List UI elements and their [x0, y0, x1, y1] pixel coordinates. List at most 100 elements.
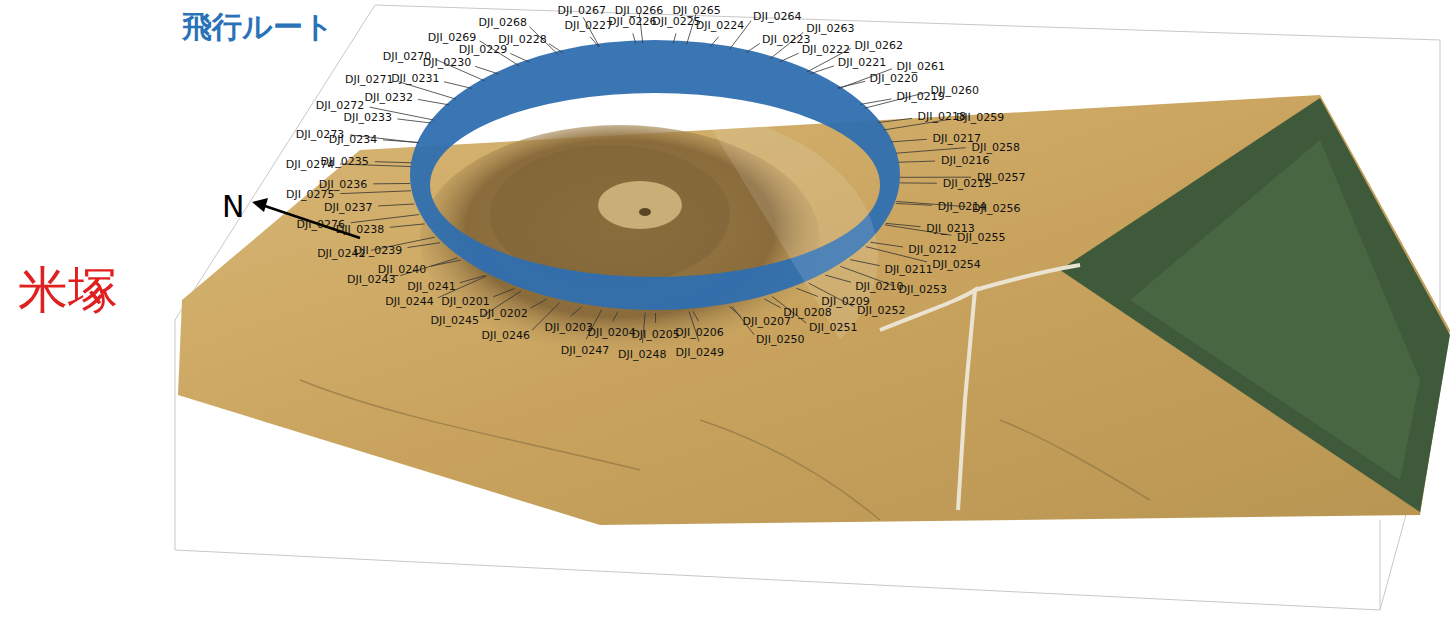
- image-label: DJI_0251: [809, 321, 857, 334]
- leader-line: [431, 260, 460, 266]
- leader-line: [693, 311, 699, 321]
- leader-line: [475, 66, 499, 74]
- image-label: DJI_0271: [345, 72, 393, 85]
- image-label: DJI_0262: [855, 38, 903, 51]
- image-label: DJI_0274: [286, 157, 334, 170]
- leader-line: [870, 242, 903, 247]
- leader-line: [673, 33, 676, 43]
- leader-line: [796, 288, 817, 296]
- leader-line: [891, 139, 927, 142]
- image-label: DJI_0224: [696, 19, 744, 32]
- leader-line: [898, 161, 935, 162]
- image-label: DJI_0206: [675, 326, 723, 339]
- image-label: DJI_0270: [383, 49, 431, 62]
- site-name: 米塚: [18, 262, 118, 318]
- route-title: 飛行ルート: [182, 10, 334, 44]
- leader-line: [530, 299, 546, 308]
- image-label: DJI_0237: [324, 200, 372, 213]
- image-label: DJI_0212: [908, 243, 956, 256]
- image-label: DJI_0273: [296, 127, 344, 140]
- image-label: DJI_0250: [756, 333, 804, 346]
- image-label: DJI_0220: [870, 71, 918, 84]
- image-label: DJI_0226: [608, 15, 656, 28]
- image-label: DJI_0276: [297, 218, 345, 231]
- image-label: DJI_0253: [899, 283, 947, 296]
- leader-line: [655, 313, 656, 323]
- image-label: DJI_0256: [972, 201, 1020, 214]
- image-label: DJI_0255: [957, 230, 1005, 243]
- image-label: DJI_0247: [561, 344, 609, 357]
- image-label: DJI_0205: [631, 328, 679, 341]
- image-label: DJI_0227: [565, 19, 613, 32]
- image-label: DJI_0208: [783, 306, 831, 319]
- image-label: DJI_0269: [428, 30, 476, 43]
- image-label: DJI_0225: [652, 15, 700, 28]
- image-label: DJI_0257: [977, 171, 1025, 184]
- leader-line: [710, 37, 718, 47]
- leader-line: [378, 204, 414, 206]
- image-label: DJI_0201: [441, 294, 489, 307]
- image-label: DJI_0231: [391, 72, 439, 85]
- leader-line: [780, 53, 799, 62]
- image-label: DJI_0229: [459, 43, 507, 56]
- leader-line: [613, 311, 619, 321]
- image-label: DJI_0204: [587, 326, 635, 339]
- image-label: DJI_0223: [762, 32, 810, 45]
- leader-line: [397, 119, 431, 123]
- leader-line: [493, 289, 514, 297]
- leader-line: [850, 260, 879, 266]
- image-label: DJI_0259: [956, 111, 1004, 124]
- image-label: DJI_0249: [676, 346, 724, 359]
- image-label: DJI_0260: [931, 84, 979, 97]
- leader-line: [886, 223, 921, 226]
- image-label: DJI_0261: [896, 59, 944, 72]
- image-label: DJI_0216: [941, 154, 989, 167]
- leader-line: [510, 54, 529, 63]
- image-label: DJI_0203: [544, 321, 592, 334]
- image-label: DJI_0263: [806, 21, 854, 34]
- leader-line: [340, 191, 411, 194]
- leader-line: [444, 82, 472, 89]
- leader-line: [633, 33, 636, 43]
- leader-line: [838, 81, 866, 88]
- image-label: DJI_0241: [407, 280, 455, 293]
- leader-line: [746, 43, 760, 52]
- leader-line: [860, 99, 891, 104]
- image-label: DJI_0243: [347, 272, 395, 285]
- image-label: DJI_0244: [385, 295, 433, 308]
- image-label: DJI_0233: [343, 110, 391, 123]
- leader-line: [373, 183, 410, 184]
- image-label: DJI_0210: [855, 279, 903, 292]
- leader-line: [764, 299, 780, 308]
- leader-line: [825, 275, 851, 282]
- image-label: DJI_0265: [672, 4, 720, 17]
- leader-line: [460, 275, 486, 282]
- leader-line: [900, 182, 937, 183]
- image-label: DJI_0254: [932, 258, 980, 271]
- image-label: DJI_0221: [838, 56, 886, 69]
- image-label: DJI_0275: [286, 188, 334, 201]
- leader-line: [408, 243, 440, 248]
- image-label: DJI_0242: [317, 246, 365, 259]
- image-label: DJI_0232: [364, 90, 412, 103]
- image-label: DJI_0245: [431, 314, 479, 327]
- image-label: DJI_0246: [481, 328, 529, 341]
- image-label: DJI_0211: [884, 262, 932, 275]
- image-label: DJI_0202: [479, 306, 527, 319]
- image-label: DJI_0266: [615, 4, 663, 17]
- image-label: DJI_0267: [558, 4, 606, 17]
- leader-line: [878, 118, 912, 122]
- image-label: DJI_0252: [857, 304, 905, 317]
- leader-line: [390, 224, 425, 227]
- image-label: DJI_0272: [316, 99, 364, 112]
- image-label: DJI_0268: [479, 16, 527, 29]
- leader-line: [351, 215, 419, 223]
- image-label: DJI_0248: [618, 348, 666, 361]
- leader-line: [570, 307, 581, 317]
- leader-line: [896, 148, 966, 154]
- leader-line: [375, 162, 412, 163]
- image-label: DJI_0264: [753, 10, 801, 23]
